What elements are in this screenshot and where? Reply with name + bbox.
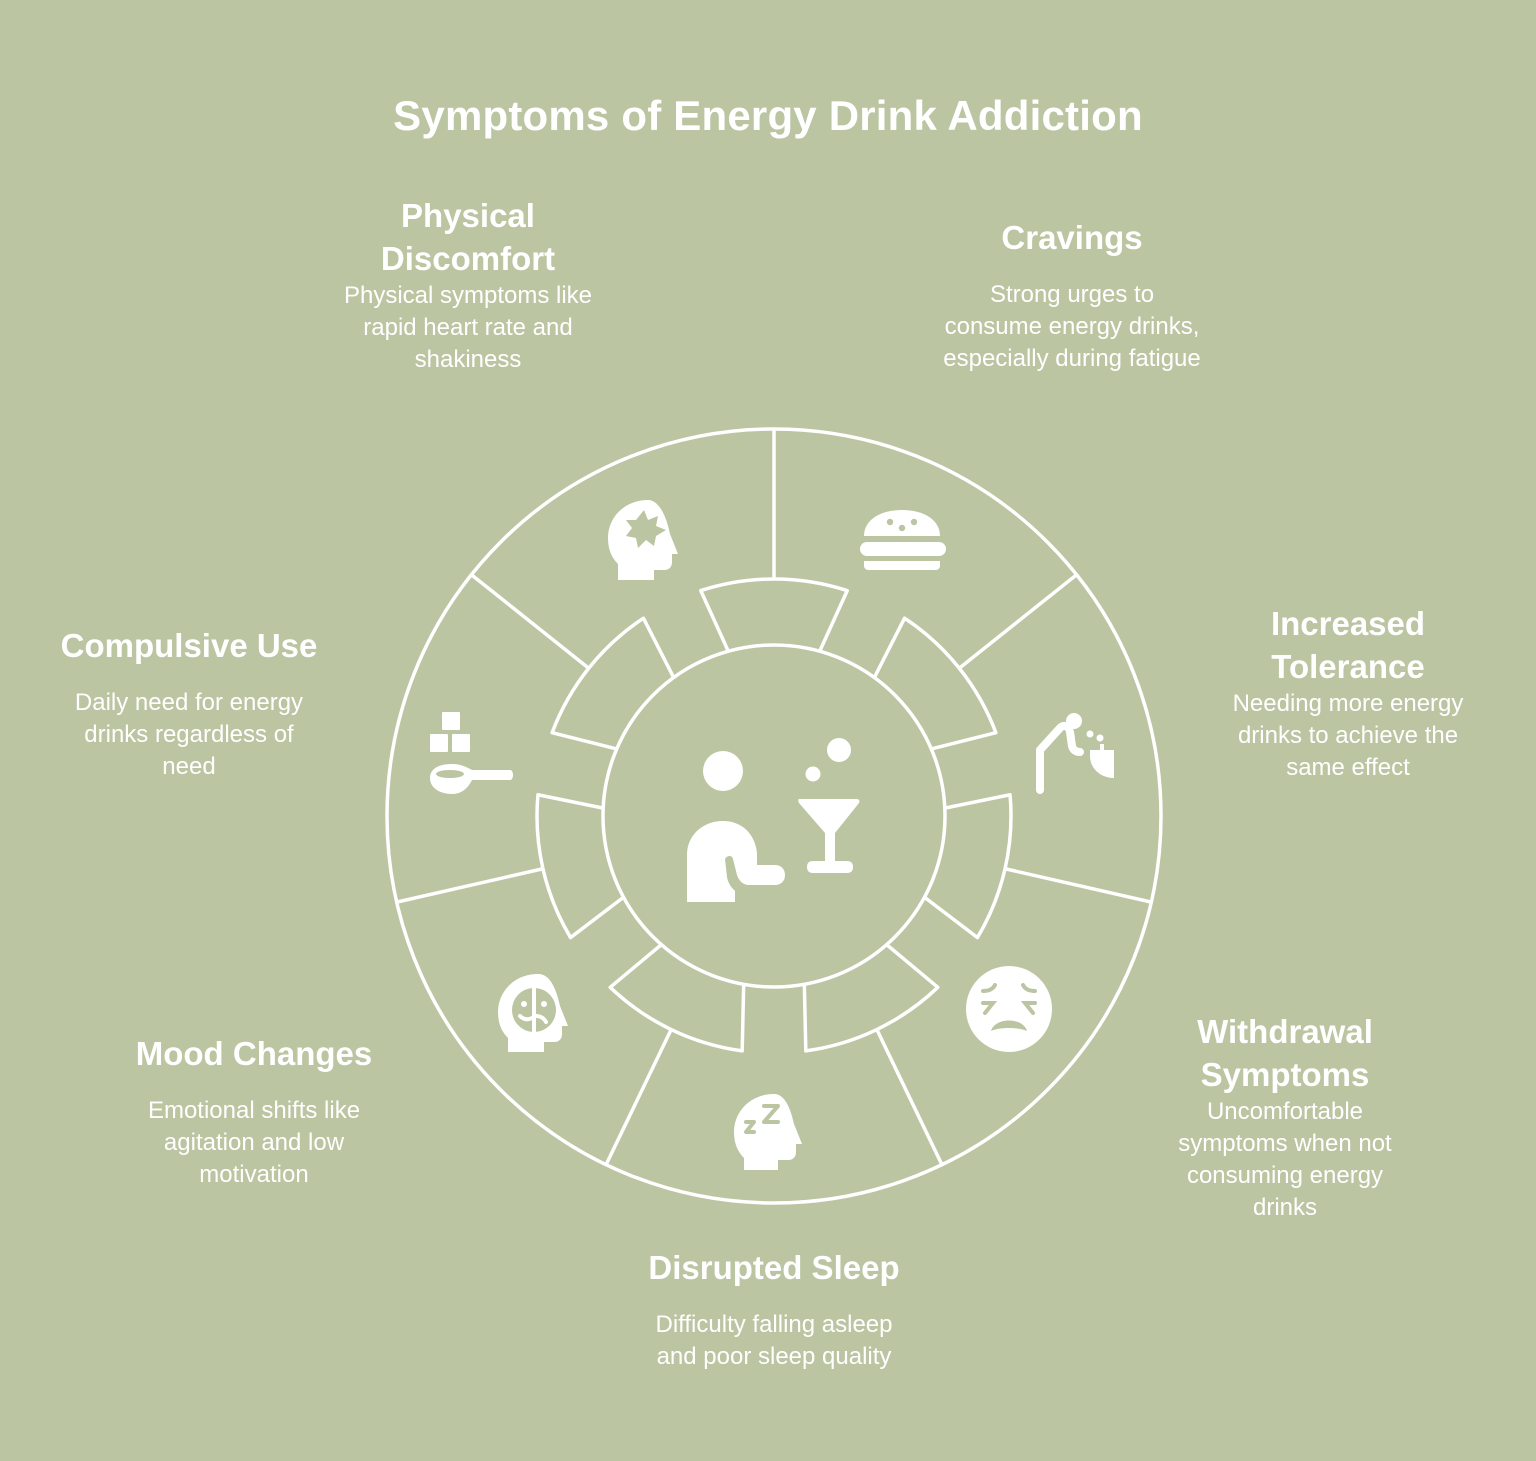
segment-label-disrupted-sleep: Disrupted Sleep Difficulty falling aslee… — [614, 1246, 934, 1373]
head-sleeping-zzz-icon — [734, 1094, 802, 1170]
spoke-divider — [1004, 867, 1152, 904]
ring-tab — [608, 943, 746, 1053]
head-with-burst-icon — [608, 500, 678, 580]
ring-tab — [699, 577, 849, 652]
ring-tab — [872, 616, 998, 751]
page-title: Symptoms of Energy Drink Addiction — [393, 92, 1143, 139]
ring-tab — [923, 793, 1013, 940]
segment-title: Mood Changes — [135, 1035, 373, 1072]
segment-title: Compulsive Use — [60, 627, 318, 664]
ring-tab — [550, 616, 676, 751]
ring-tabs — [535, 577, 1013, 1053]
sugar-cubes-spoon-icon — [430, 712, 513, 794]
person-bending-over-bowl-icon — [1036, 713, 1114, 794]
spoke-dividers — [396, 429, 1152, 1166]
ring-tab — [535, 793, 625, 940]
center-hub — [601, 643, 947, 989]
spoke-divider — [604, 1028, 673, 1166]
spoke-divider — [470, 573, 590, 670]
head-two-faces-icon — [498, 974, 568, 1052]
spoke-divider — [958, 573, 1078, 670]
segment-title: Cravings — [1001, 219, 1143, 256]
segment-title: Disrupted Sleep — [648, 1249, 900, 1286]
person-with-cocktail-icon — [687, 738, 860, 902]
burger-icon — [860, 510, 946, 570]
spoke-divider — [875, 1028, 944, 1166]
spoke-divider — [396, 867, 544, 904]
weary-face-icon — [966, 966, 1052, 1052]
ring-tab — [802, 943, 940, 1053]
